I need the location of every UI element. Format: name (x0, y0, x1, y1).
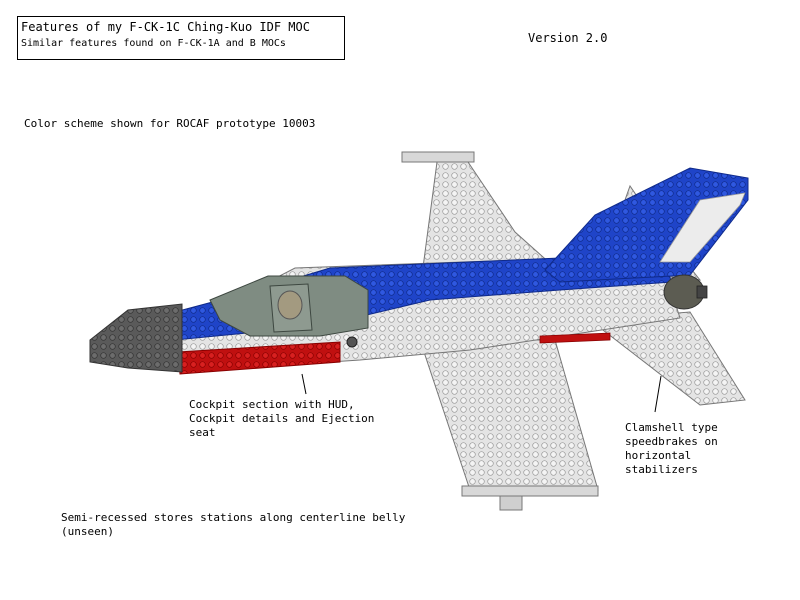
version-label: Version 2.0 (528, 31, 608, 45)
page-title: Features of my F-CK-1C Ching-Kuo IDF MOC (21, 20, 310, 34)
lower-wing-pylon (499, 495, 523, 511)
upper-wingtip-rail (401, 151, 475, 163)
tail-fin-white-panel (659, 192, 746, 263)
sensor-dome (346, 336, 358, 348)
stores-note: Semi-recessed stores stations along cent… (61, 511, 406, 538)
ejection-seat (277, 290, 303, 320)
cockpit-note: Cockpit section with HUD, Cockpit detail… (189, 398, 375, 439)
speedbrake-leader-line (654, 375, 662, 413)
color-scheme-note: Color scheme shown for ROCAF prototype 1… (24, 117, 316, 130)
cockpit-leader-line (301, 373, 307, 395)
lower-wing (419, 339, 599, 491)
speedbrakes-note: Clamshell type speedbrakes on horizontal… (625, 421, 718, 476)
page-subtitle: Similar features found on F-CK-1A and B … (21, 38, 286, 49)
red-belly-stripe-aft (539, 332, 611, 344)
nose-cone (89, 303, 183, 373)
lower-wingtip-rail (461, 485, 599, 497)
title-box: Features of my F-CK-1C Ching-Kuo IDF MOC… (17, 16, 345, 60)
exhaust-nozzle (696, 285, 708, 299)
